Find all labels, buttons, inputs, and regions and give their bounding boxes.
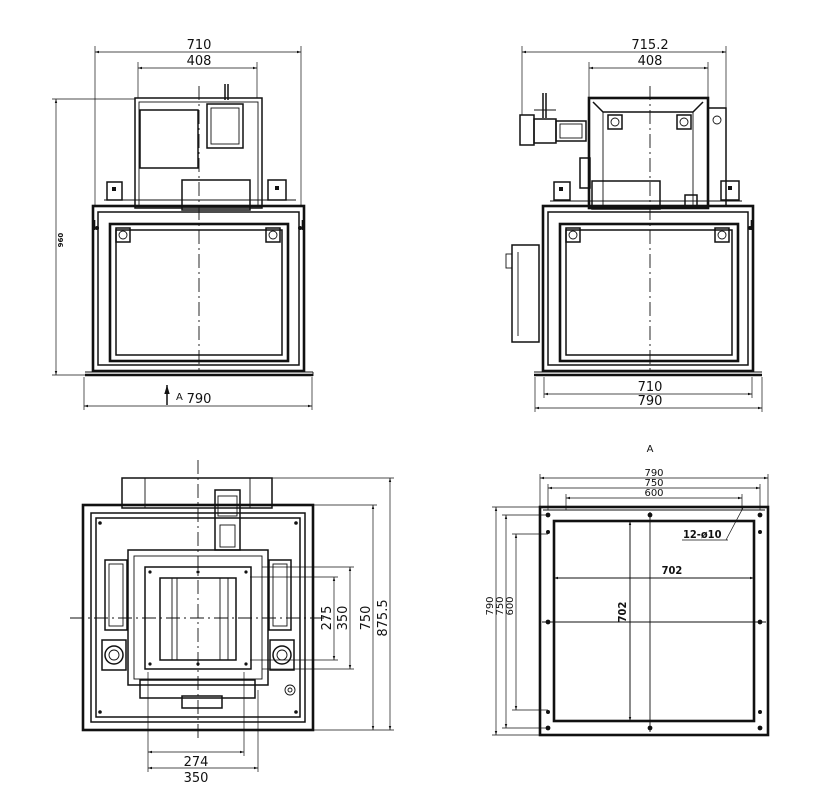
bottom-750-label: 750 [359,606,374,631]
front-view: 710 408 960 790 A [52,38,314,410]
view-a-top-750: 750 [644,478,663,489]
side-inner-width-label: 408 [638,54,663,69]
view-a: A 790 750 600 [485,444,770,737]
side-view: 715.2 408 710 790 [505,38,763,412]
view-a-top-600: 600 [644,488,663,499]
view-a-holes-note: 12-ø10 [683,528,722,541]
view-a-left-750: 750 [495,596,506,615]
front-inner-width-label: 408 [187,54,212,69]
front-width-label: 710 [187,38,212,53]
front-base-width-label: 790 [187,392,212,407]
view-a-left-790: 790 [485,596,496,615]
view-a-center-702-v: 702 [616,602,629,623]
view-a-center-702-h: 702 [662,564,683,577]
bottom-view: 274 350 275 350 750 875.5 [70,460,394,786]
bottom-outlet-350-label: 350 [184,771,209,786]
view-a-title: A [647,444,654,455]
front-height-label: 960 [57,233,65,248]
view-arrow-a-label: A [176,392,183,403]
view-a-top-790: 790 [644,468,663,479]
bottom-275-label: 275 [320,606,335,631]
bottom-outlet-274-label: 274 [184,755,209,770]
side-body-width-label: 710 [638,380,663,395]
bottom-875-label: 875.5 [376,599,391,636]
side-base-width-label: 790 [638,394,663,409]
bottom-350-label: 350 [336,606,351,631]
view-a-left-600: 600 [505,596,516,615]
side-width-label: 715.2 [631,38,668,53]
